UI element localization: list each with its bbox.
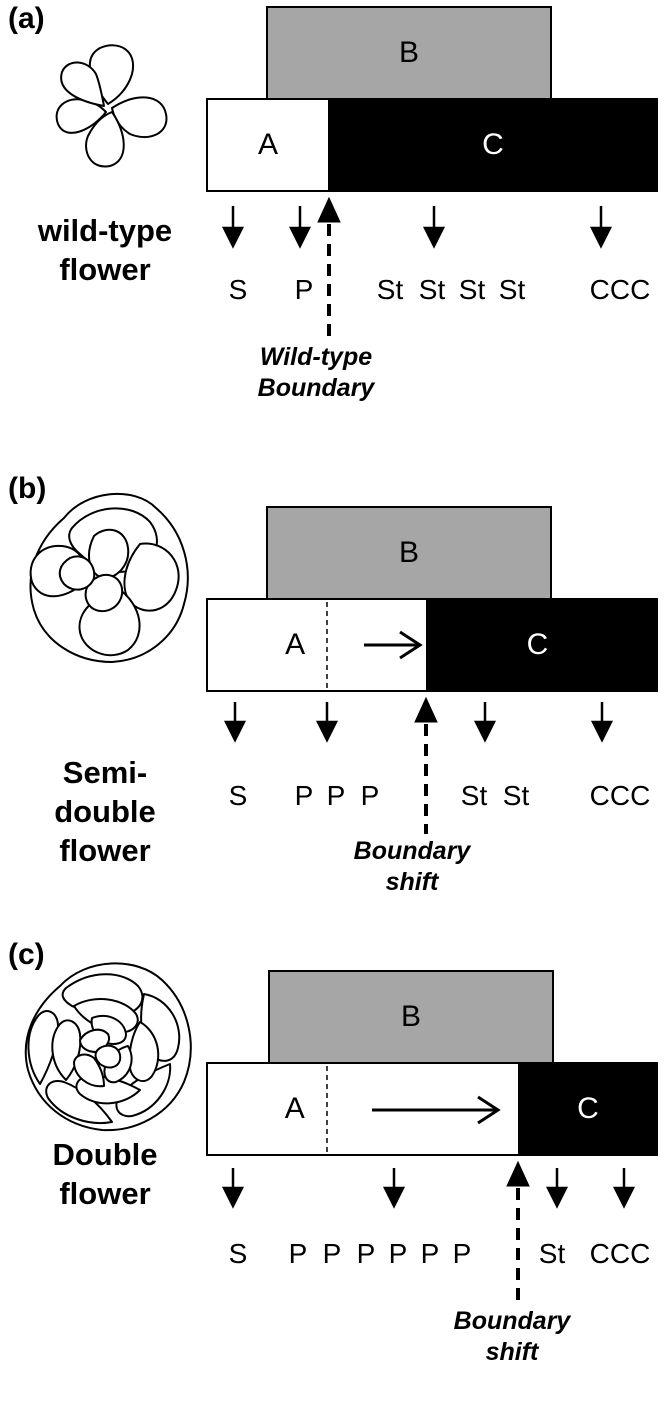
flower-type-label: Semi- double flower	[54, 755, 156, 868]
b-function-box: B	[266, 506, 552, 600]
b-function-box: B	[268, 970, 554, 1064]
boundary-arrow	[317, 196, 341, 342]
panel-b: (b) Semi- double flower B A C	[0, 470, 664, 938]
panel-a: (a) wild-type flower B A C	[0, 0, 664, 468]
organ-label: St	[376, 274, 404, 305]
organ-label: P	[452, 1238, 472, 1269]
organ-label: P	[360, 780, 380, 811]
organ-label: St	[460, 780, 488, 811]
semi-double-flower-icon	[29, 492, 189, 663]
single-flower-icon	[55, 44, 168, 168]
organ-label: P	[388, 1238, 408, 1269]
c-function-box: C	[518, 1062, 658, 1156]
organ-label: P	[294, 274, 314, 305]
organ-label: P	[294, 780, 314, 811]
organ-label: St	[538, 1238, 566, 1269]
arrows	[223, 602, 614, 834]
organ-label: St	[458, 274, 486, 305]
panel-label: (a)	[8, 2, 45, 35]
arrows	[221, 1066, 636, 1308]
shift-arrow	[372, 1095, 501, 1125]
organ-label: P	[326, 780, 346, 811]
organ-label: S	[228, 780, 248, 811]
organ-label: St	[498, 274, 526, 305]
organ-label: S	[228, 274, 248, 305]
c-function-box: C	[328, 98, 658, 192]
organ-label: CCC	[589, 1238, 651, 1269]
organ-label: CCC	[589, 780, 651, 811]
organ-label: P	[288, 1238, 308, 1269]
arrows	[221, 196, 613, 342]
panel-label: (b)	[8, 472, 47, 505]
shift-arrow	[364, 630, 423, 660]
boundary-note: Boundary shift	[453, 1307, 571, 1367]
a-function-box: A	[206, 98, 330, 192]
organ-label: P	[322, 1238, 342, 1269]
organ-label: CCC	[589, 274, 651, 305]
flower-type-label: Double flower	[52, 1137, 158, 1211]
flower-type-label: wild-type flower	[37, 213, 173, 287]
panel-c: (c) Double flower B A C	[0, 936, 664, 1404]
c-function-box: C	[426, 598, 658, 692]
boundary-note: Wild-type Boundary	[257, 343, 375, 403]
organ-label: S	[228, 1238, 248, 1269]
panel-label: (c)	[8, 938, 45, 971]
organ-label: St	[502, 780, 530, 811]
double-flower-icon	[24, 962, 192, 1132]
boundary-arrow	[506, 1160, 530, 1308]
organ-label: P	[420, 1238, 440, 1269]
organ-label: St	[418, 274, 446, 305]
b-function-box: B	[266, 6, 552, 100]
organ-label: P	[356, 1238, 376, 1269]
boundary-arrow	[414, 696, 438, 834]
boundary-note: Boundary shift	[353, 837, 471, 897]
